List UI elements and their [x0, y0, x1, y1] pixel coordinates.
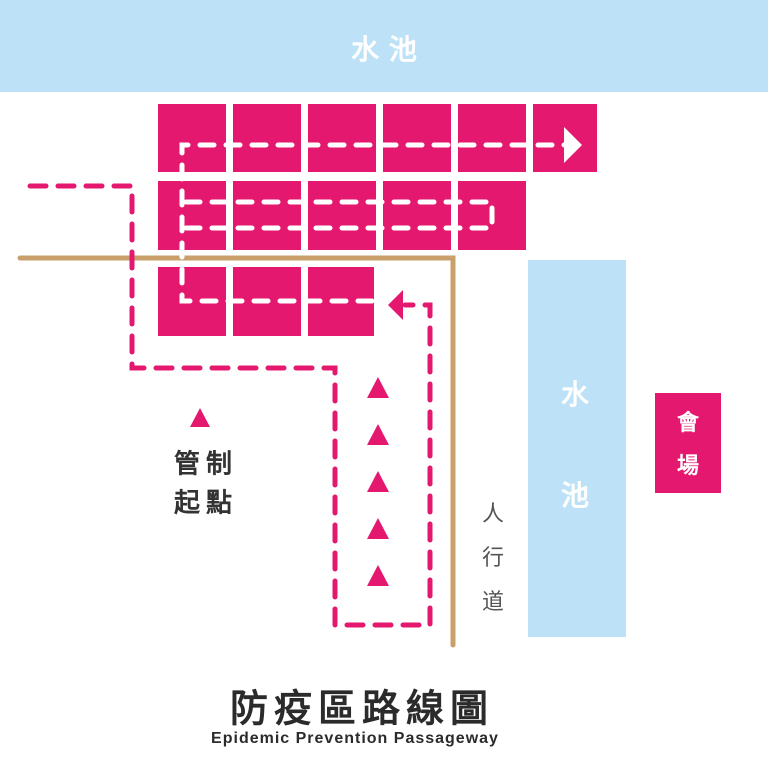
control-label-2: 起點 [173, 488, 239, 519]
venue-label-1: 會 [676, 411, 700, 436]
queue-triangles [367, 377, 389, 586]
control-start-icon [190, 408, 210, 427]
pool-right-label-2: 池 [560, 479, 590, 512]
sidewalk-label: 行 [481, 546, 505, 571]
page-subtitle: Epidemic Prevention Passageway [211, 730, 499, 747]
arrow-right-icon [564, 127, 582, 163]
sidewalk-label: 道 [481, 590, 505, 615]
triangle-icon [367, 565, 389, 586]
pool-top [0, 0, 768, 92]
pool-right-label-1: 水 [560, 378, 590, 411]
block [308, 104, 376, 172]
triangle-icon [367, 471, 389, 492]
block [308, 181, 376, 250]
queue-route [27, 183, 433, 628]
venue-label-2: 場 [676, 454, 700, 479]
block [458, 104, 526, 172]
pool-right [528, 260, 626, 637]
block [233, 104, 301, 172]
sidewalk-label: 人 [481, 502, 505, 527]
block [158, 104, 226, 172]
triangle-icon [367, 377, 389, 398]
pool-top-label: 水 池 [351, 33, 417, 66]
inner-route [179, 142, 568, 304]
sidewalk-line [17, 255, 456, 648]
page-title: 防疫區路線圖 [229, 686, 495, 731]
block [158, 181, 226, 250]
block [233, 181, 301, 250]
triangle-icon [367, 518, 389, 539]
block [383, 104, 451, 172]
arrow-left-icon [388, 290, 403, 320]
triangle-icon [367, 424, 389, 445]
control-label-1: 管制 [173, 449, 239, 480]
block [383, 181, 451, 250]
venue-box [655, 393, 721, 493]
